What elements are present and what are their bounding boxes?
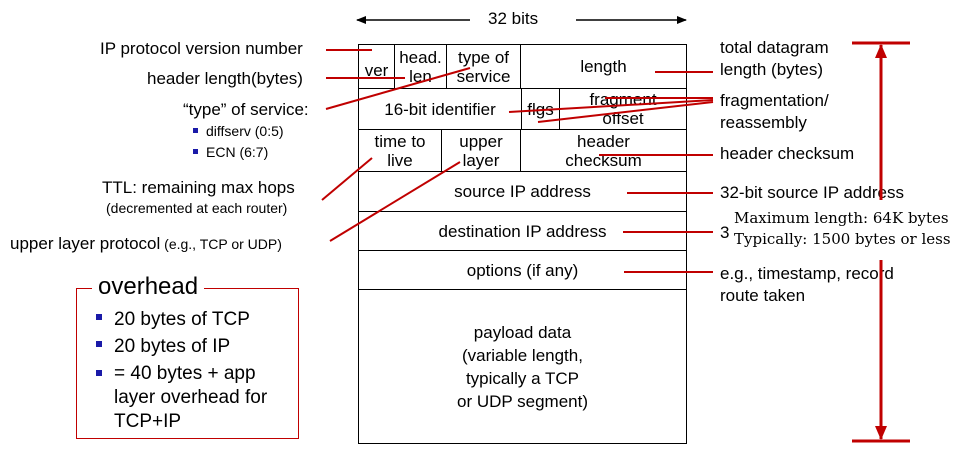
label-version: IP protocol version number (100, 39, 303, 58)
max-length-callout: Maximum length: 64K bytes Typically: 150… (731, 208, 957, 254)
field-type-of-service: type of service (446, 44, 521, 89)
field-identifier: 16-bit identifier (358, 88, 522, 130)
tos-bullet-diffserv: diffserv (0:5) (193, 121, 284, 142)
tos-bullet-ecn: ECN (6:7) (193, 142, 284, 163)
label-total-length: total datagram length (bytes) (720, 38, 829, 79)
bullet-icon (193, 127, 198, 133)
connector-frag-3 (537, 101, 714, 123)
label-ttl: TTL: remaining max hops (102, 178, 295, 197)
label-header-length: header length(bytes) (147, 69, 303, 88)
label-type-of-service: “type” of service: (183, 100, 309, 119)
connector-frag-2 (508, 99, 714, 113)
width-label: 32 bits (488, 9, 539, 28)
label-destination-ip-partial: 3 (720, 223, 730, 242)
field-options: options (if any) (358, 250, 687, 290)
max-length-text: Maximum length: 64K bytes (734, 209, 949, 227)
label-fragmentation: fragmentation/ reassembly (720, 91, 829, 132)
connector-ttl (321, 157, 373, 201)
bullet-icon (96, 340, 102, 347)
overhead-title: overhead (92, 272, 205, 302)
tos-bullet-list: diffserv (0:5) ECN (6:7) (193, 121, 284, 163)
overhead-item: = 40 bytes + app layer overhead for TCP+… (96, 362, 267, 434)
bullet-icon (193, 148, 198, 154)
typical-length-text: Typically: 1500 bytes or less (734, 230, 951, 248)
field-length: length (520, 44, 687, 89)
overhead-item: 20 bytes of TCP (96, 308, 267, 332)
overhead-item: 20 bytes of IP (96, 335, 267, 359)
overhead-list: 20 bytes of TCP 20 bytes of IP = 40 byte… (96, 308, 267, 434)
field-ttl: time to live (358, 129, 442, 172)
label-source-ip: 32-bit source IP address (720, 183, 904, 202)
bullet-icon (96, 313, 102, 320)
connector-tos (325, 67, 471, 110)
label-header-checksum: header checksum (720, 144, 855, 163)
field-payload: payload data (variable length, typically… (358, 289, 687, 444)
connector-upper-layer (329, 161, 461, 242)
label-upper-layer-protocol: upper layer protocol (e.g., TCP or UDP) (10, 234, 282, 253)
bullet-icon (96, 370, 102, 376)
label-ttl-note: (decremented at each router) (106, 200, 288, 216)
